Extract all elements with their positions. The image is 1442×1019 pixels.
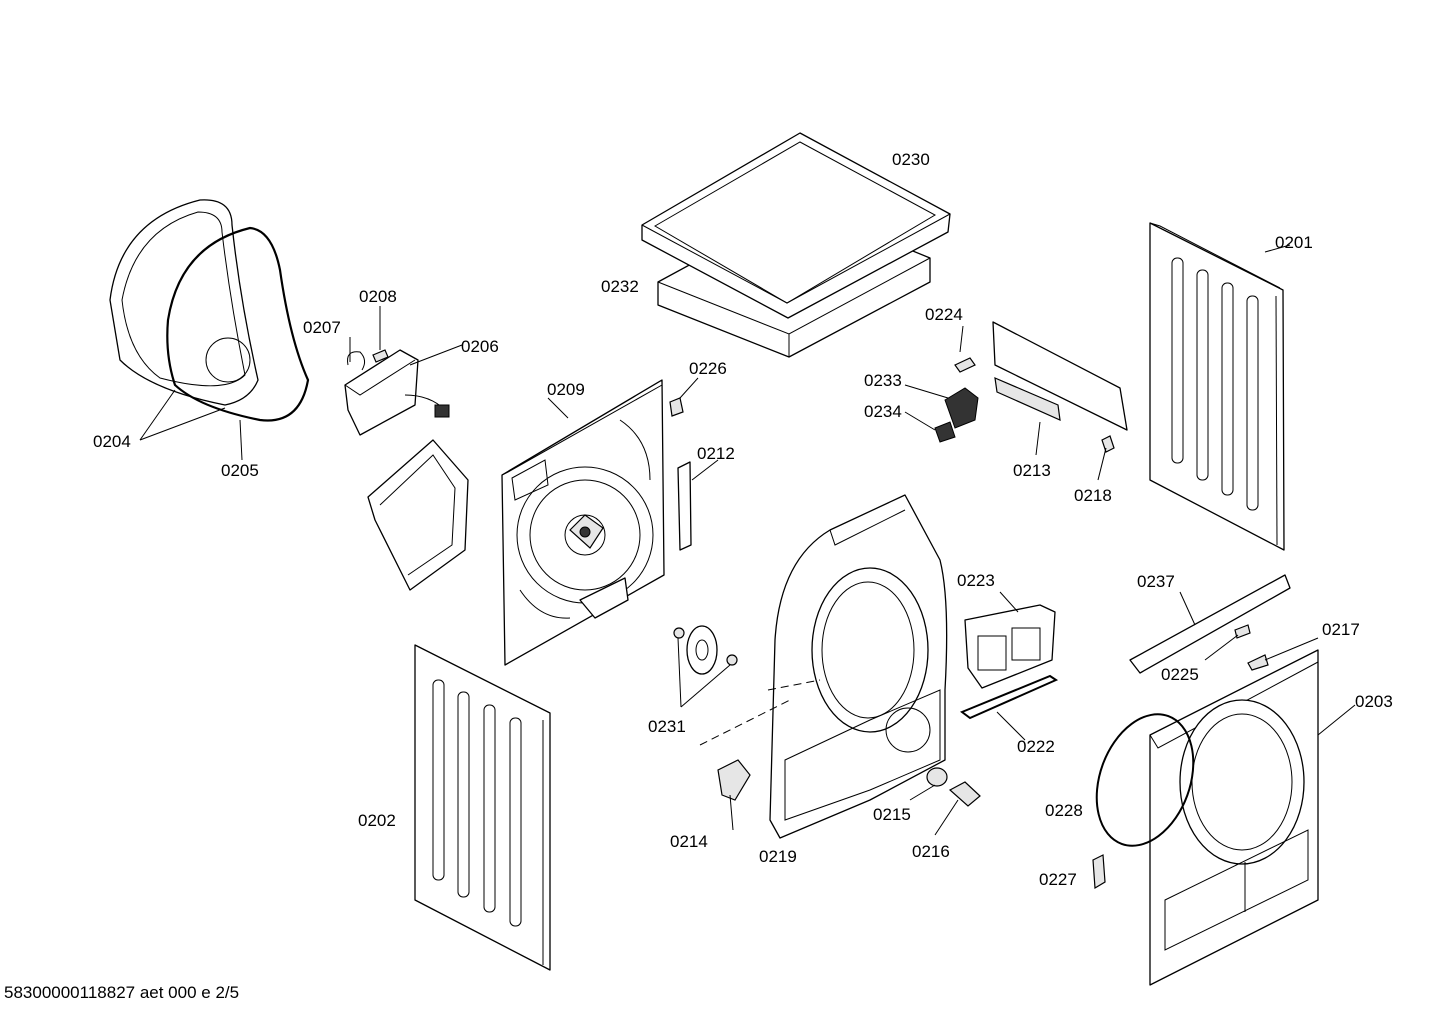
part-0227-bracket: [1092, 854, 1106, 890]
part-0224-switch: [954, 357, 976, 373]
part-0215-knob: [926, 767, 948, 787]
leader-lines: [139, 244, 1356, 836]
part-0233-switch-housing: [944, 387, 979, 429]
label-0203: 0203: [1355, 692, 1393, 711]
part-0218-clip: [1101, 435, 1115, 453]
part-0223-filter: [964, 604, 1056, 689]
label-0212: 0212: [697, 444, 735, 463]
label-0231: 0231: [648, 717, 686, 736]
label-0230: 0230: [892, 150, 930, 169]
label-0217: 0217: [1322, 620, 1360, 639]
label-0213: 0213: [1013, 461, 1051, 480]
part-0206-sensor-module: [344, 349, 450, 436]
label-0227: 0227: [1039, 870, 1077, 889]
part-0217-hook: [1247, 654, 1269, 671]
part-0219-base-frame: [769, 494, 948, 839]
label-0226: 0226: [689, 359, 727, 378]
document-footer-code: 58300000118827 aet 000 e 2/5: [4, 983, 239, 1002]
label-0215: 0215: [873, 805, 911, 824]
part-0234-microswitch: [934, 421, 956, 443]
part-0222-filter-seal: [959, 674, 1059, 720]
part-0230-top-cover: [641, 132, 951, 319]
part-0225-clip: [1234, 624, 1251, 639]
part-0205-door-seal: [166, 226, 310, 422]
label-0214: 0214: [670, 832, 708, 851]
label-0204: 0204: [93, 432, 131, 451]
part-0207-cable: [347, 351, 366, 371]
label-0205: 0205: [221, 461, 259, 480]
part-0212-hinge-strip: [677, 461, 692, 551]
label-0208: 0208: [359, 287, 397, 306]
label-0225: 0225: [1161, 665, 1199, 684]
part-0228-door-seal: [1095, 713, 1195, 847]
label-0233: 0233: [864, 371, 902, 390]
part-0231-fan-wheel: [673, 625, 738, 675]
label-0202: 0202: [358, 811, 396, 830]
label-0219: 0219: [759, 847, 797, 866]
axis-dash-lines: [699, 679, 821, 746]
part-0216-plug: [948, 781, 981, 807]
label-0234: 0234: [864, 402, 902, 421]
part-0214-latch: [717, 759, 751, 801]
part-0208-clip: [372, 349, 389, 363]
label-0232: 0232: [601, 277, 639, 296]
label-0206: 0206: [461, 337, 499, 356]
part-0237-cross-strip: [1129, 574, 1291, 674]
label-0228: 0228: [1045, 801, 1083, 820]
label-0222: 0222: [1017, 737, 1055, 756]
label-0201: 0201: [1275, 233, 1313, 252]
label-0207: 0207: [303, 318, 341, 337]
label-0237: 0237: [1137, 572, 1175, 591]
label-0223: 0223: [957, 571, 995, 590]
part-0213-control-bracket: [992, 321, 1128, 431]
part-air-duct-housing: [367, 439, 469, 591]
part-0226-clip: [669, 397, 684, 417]
label-0218: 0218: [1074, 486, 1112, 505]
part-0203-front-panel: [1149, 649, 1319, 986]
label-0224: 0224: [925, 305, 963, 324]
label-0216: 0216: [912, 842, 950, 861]
label-0209: 0209: [547, 380, 585, 399]
part-0209-rear-wall: [501, 379, 665, 666]
part-0202-left-side-panel: [414, 644, 551, 971]
part-0204-door-frame: [109, 199, 259, 406]
part-0201-right-side-panel: [1149, 222, 1285, 551]
